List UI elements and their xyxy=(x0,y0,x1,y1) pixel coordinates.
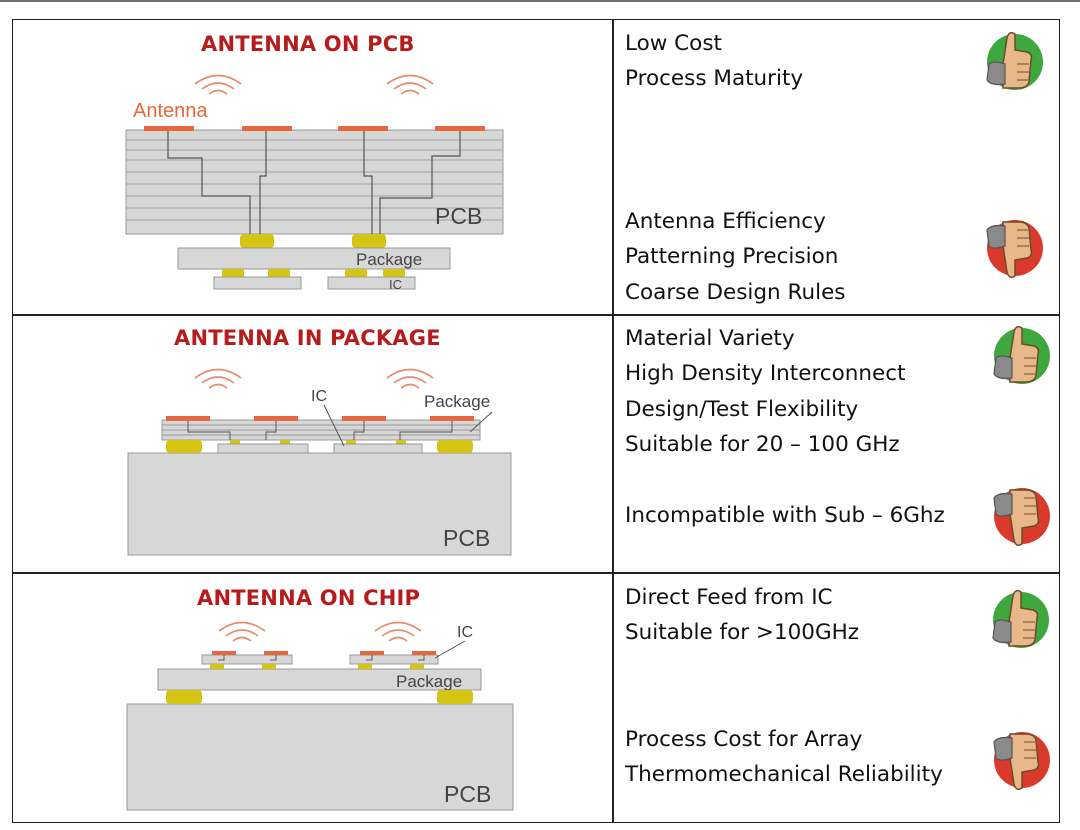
pros-item: Design/Test Flexibility xyxy=(625,397,859,422)
ic-label: IC xyxy=(457,624,473,641)
pros-item: Direct Feed from IC xyxy=(625,585,833,610)
pros-item: Process Maturity xyxy=(625,66,804,91)
thumbs-up-icon xyxy=(993,325,1050,384)
thumbs-down-icon xyxy=(993,732,1050,791)
diagram-antenna-in-package: PCB IC Packag xyxy=(127,368,512,556)
ic-label: IC xyxy=(389,277,402,292)
pros-item: High Density Interconnect xyxy=(625,361,906,386)
row-title-antenna-on-pcb: ANTENNA ON PCB xyxy=(201,32,415,56)
diagram-antenna-on-chip: PCB Package IC xyxy=(126,621,514,811)
package-label: Package xyxy=(396,672,462,691)
pcb-label: PCB xyxy=(443,525,490,551)
cons-item: Thermomechanical Reliability xyxy=(625,762,943,787)
ic-label: IC xyxy=(311,388,327,405)
cons-item: Process Cost for Array xyxy=(625,727,863,752)
top-border-line xyxy=(0,0,1080,2)
thumbs-down-icon xyxy=(986,220,1043,279)
cons-item: Antenna Efficiency xyxy=(625,209,826,234)
comparison-table xyxy=(12,19,1060,823)
package-label: Package xyxy=(424,392,490,411)
cons-item: Coarse Design Rules xyxy=(625,280,846,305)
pcb-label: PCB xyxy=(444,781,491,807)
cons-item: Incompatible with Sub – 6Ghz xyxy=(625,503,945,528)
thumbs-up-icon xyxy=(992,589,1049,648)
column-divider xyxy=(612,19,614,823)
pros-item: Material Variety xyxy=(625,326,795,351)
package-label: Package xyxy=(356,250,422,269)
pros-item: Suitable for >100GHz xyxy=(625,620,860,645)
diagram-antenna-on-pcb: Antenna PCB Pack xyxy=(125,74,504,292)
row-title-antenna-on-chip: ANTENNA ON CHIP xyxy=(197,586,421,610)
thumbs-up-icon xyxy=(986,31,1043,90)
cons-item: Patterning Precision xyxy=(625,244,839,269)
pros-item: Low Cost xyxy=(625,31,722,56)
row-divider xyxy=(12,314,1060,316)
antenna-label: Antenna xyxy=(133,100,208,122)
row-title-antenna-in-package: ANTENNA IN PACKAGE xyxy=(174,326,441,350)
pcb-label: PCB xyxy=(435,203,482,229)
row-divider xyxy=(12,572,1060,574)
thumbs-down-icon xyxy=(993,488,1050,547)
pros-item: Suitable for 20 – 100 GHz xyxy=(625,432,900,457)
